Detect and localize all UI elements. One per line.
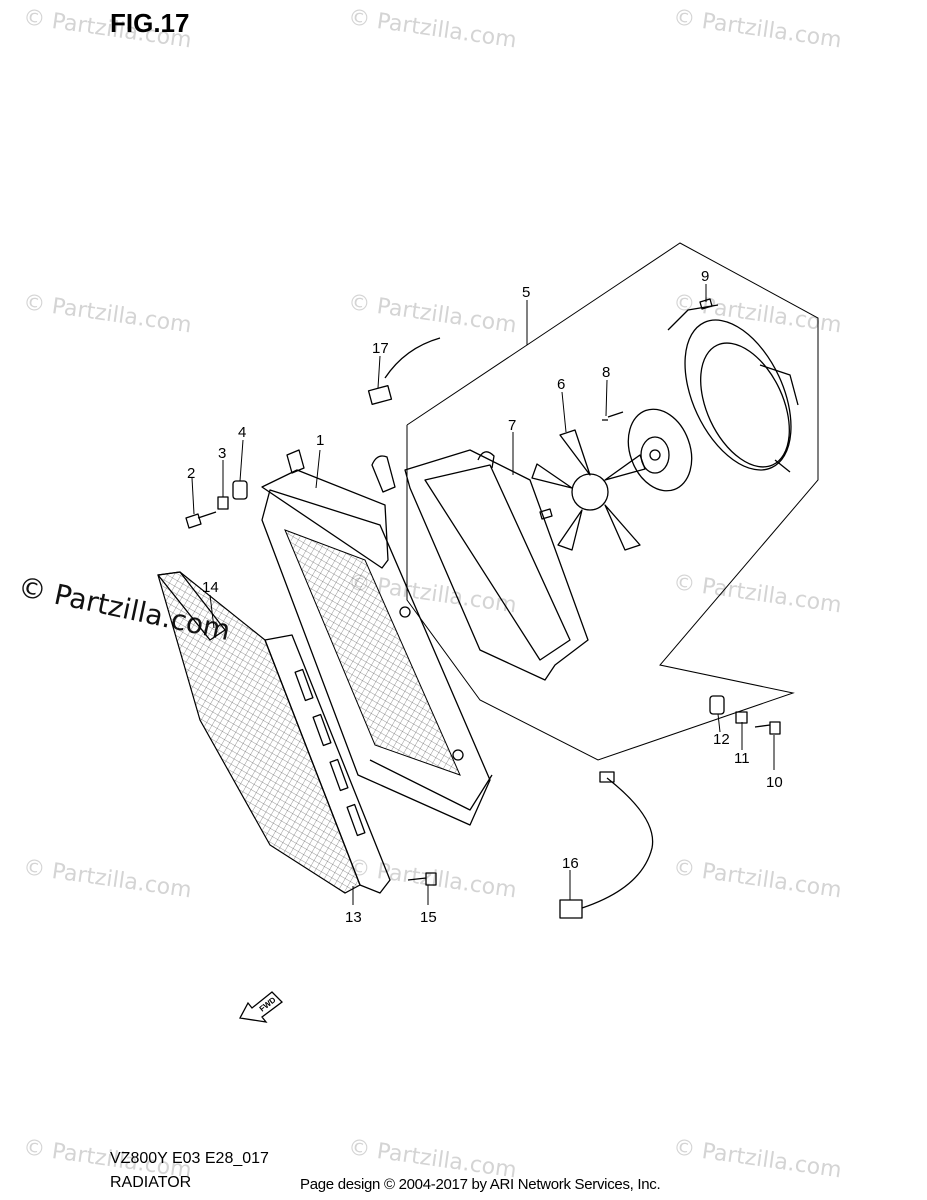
- leader-lines: [191, 284, 775, 905]
- callout-11: 11: [734, 750, 750, 767]
- model-code: VZ800Y E03 E28_017: [110, 1150, 269, 1167]
- callout-numbers: 1 2 3 4 5 6 7 8 9 10 11 12 13 14 15 16 1…: [187, 268, 783, 926]
- thermo-switch-17: [367, 337, 441, 405]
- callout-4: 4: [238, 424, 246, 441]
- callout-12: 12: [713, 731, 730, 748]
- fan-cover: [667, 304, 799, 473]
- fan-shroud: [404, 449, 589, 681]
- callout-9: 9: [701, 268, 709, 285]
- radiator-core: [261, 449, 493, 826]
- callout-13: 13: [345, 909, 362, 926]
- callout-6: 6: [557, 376, 565, 393]
- page-credit: Page design © 2004-2017 by ARI Network S…: [300, 1176, 661, 1193]
- callout-17: 17: [372, 340, 389, 357]
- callout-3: 3: [218, 445, 226, 462]
- fan-assembly-boundary: [406, 242, 819, 761]
- callout-16: 16: [562, 855, 579, 872]
- fan-switch-16: [559, 771, 654, 919]
- fwd-arrow: FWD: [238, 991, 283, 1023]
- callout-10: 10: [766, 774, 783, 791]
- fan-blade: [531, 429, 646, 551]
- callout-2: 2: [187, 465, 195, 482]
- callout-7: 7: [508, 417, 516, 434]
- fan-motor: [627, 408, 693, 492]
- callout-15: 15: [420, 909, 437, 926]
- callout-1: 1: [316, 432, 324, 449]
- figure-title: FIG.17: [110, 8, 190, 38]
- callout-14: 14: [202, 579, 219, 596]
- callout-5: 5: [522, 284, 530, 301]
- callout-8: 8: [602, 364, 610, 381]
- radiator-guard: [157, 571, 391, 894]
- section-name: RADIATOR: [110, 1174, 192, 1191]
